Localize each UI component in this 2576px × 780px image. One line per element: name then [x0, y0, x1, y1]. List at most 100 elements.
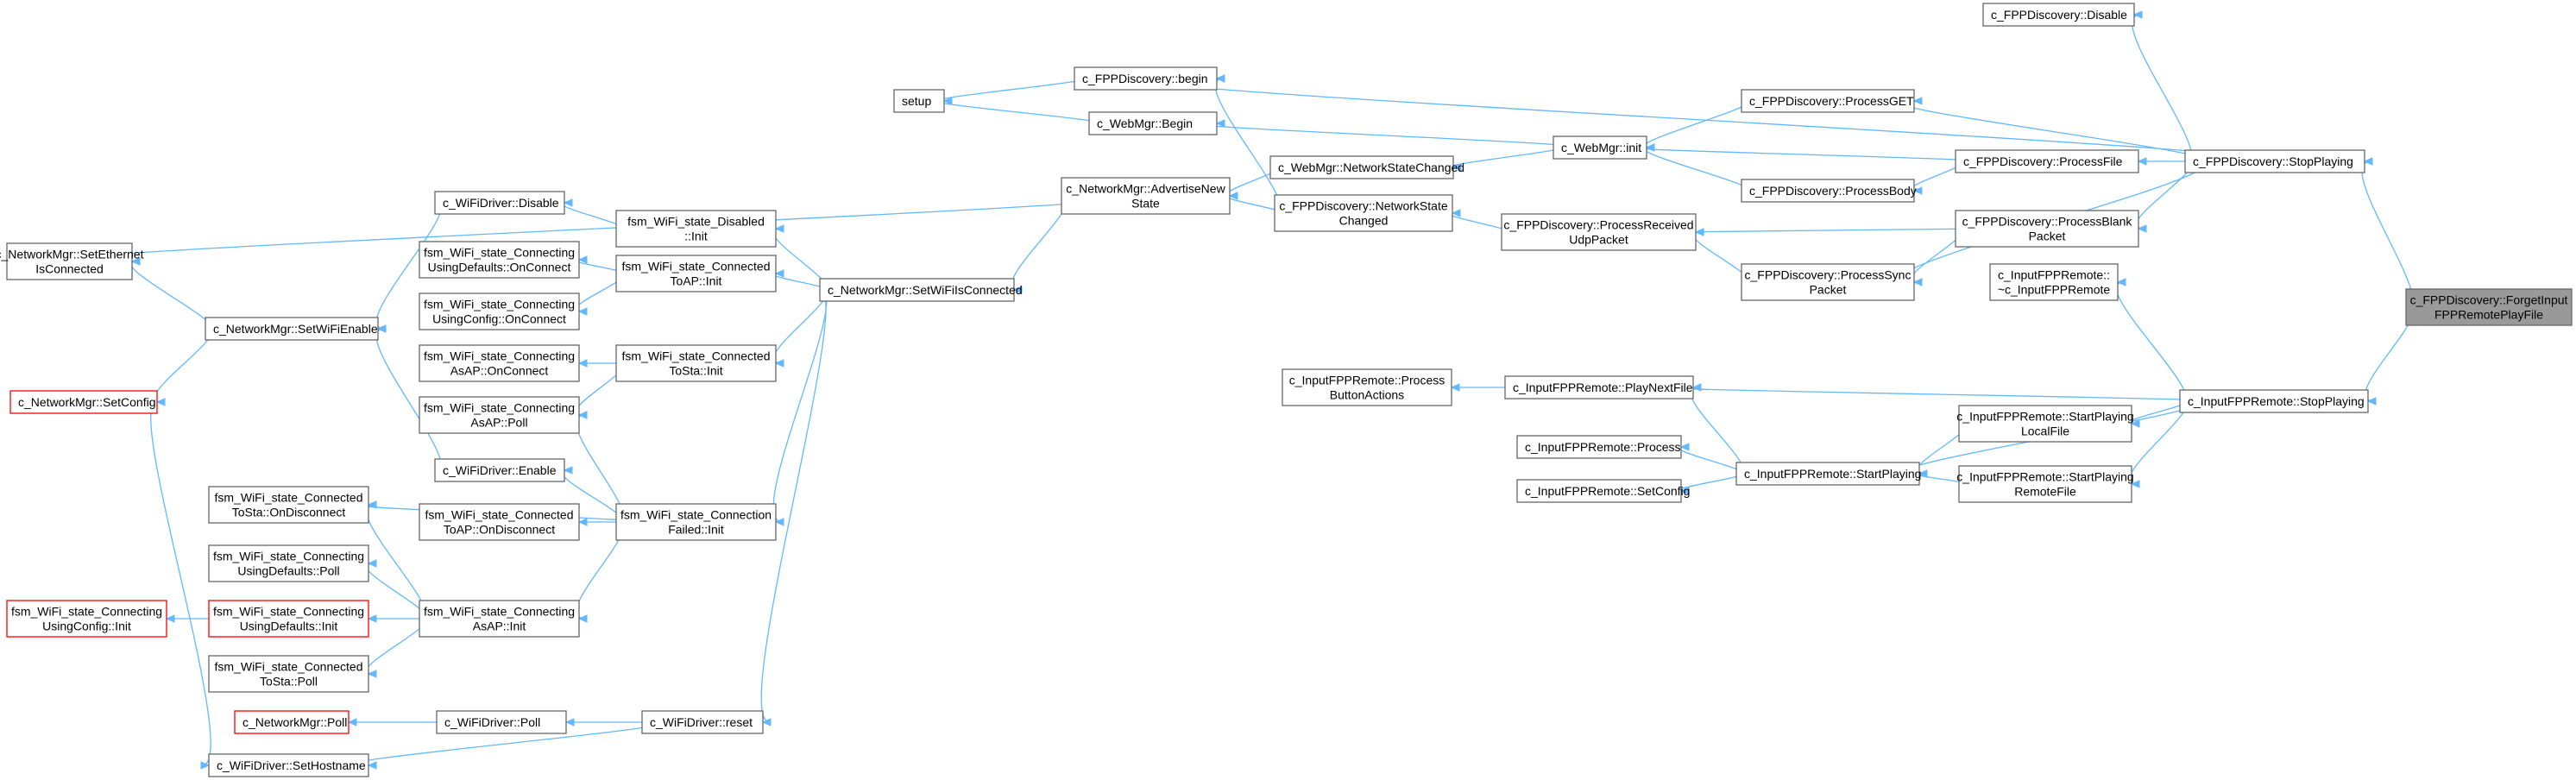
node-box[interactable] — [641, 710, 764, 734]
node-remSetConfig[interactable]: c_InputFPPRemote::SetConfig — [1516, 479, 1690, 503]
node-box[interactable] — [436, 710, 567, 734]
node-remProcess[interactable]: c_InputFPPRemote::Process — [1516, 435, 1682, 459]
node-wifiReset[interactable]: c_WiFiDriver::reset — [641, 710, 764, 734]
node-box[interactable] — [6, 600, 167, 638]
node-box[interactable] — [893, 89, 945, 113]
node-fppBegin[interactable]: c_FPPDiscovery::begin — [1074, 66, 1218, 91]
node-box[interactable] — [1074, 66, 1218, 91]
node-setWiFiEnable[interactable]: c_NetworkMgr::SetWiFiEnable — [205, 317, 379, 341]
node-dtor[interactable]: c_InputFPPRemote::~c_InputFPPRemote — [1989, 263, 2119, 301]
node-box[interactable] — [419, 503, 580, 541]
node-remStop[interactable]: c_InputFPPRemote::StopPlaying — [2179, 389, 2369, 413]
node-wifiEnable[interactable]: c_WiFiDriver::Enable — [434, 458, 565, 482]
node-disabledInit[interactable]: fsm_WiFi_state_Disabled::Init — [615, 210, 777, 248]
node-procFile[interactable]: c_FPPDiscovery::ProcessFile — [1955, 149, 2139, 173]
node-tostaOnDisc[interactable]: fsm_WiFi_state_ConnectedToSta::OnDisconn… — [208, 486, 369, 524]
node-procGET[interactable]: c_FPPDiscovery::ProcessGET — [1741, 89, 1915, 113]
node-box[interactable] — [419, 600, 580, 638]
node-box[interactable] — [205, 317, 379, 341]
node-box[interactable] — [1516, 479, 1682, 503]
node-box[interactable] — [1958, 465, 2132, 503]
node-udPoll[interactable]: fsm_WiFi_state_ConnectingUsingDefaults::… — [208, 544, 369, 582]
node-box[interactable] — [419, 292, 580, 330]
node-box[interactable] — [1735, 462, 1920, 486]
node-box[interactable] — [1061, 177, 1231, 215]
node-box[interactable] — [615, 503, 777, 541]
node-netPoll[interactable]: c_NetworkMgr::Poll — [234, 710, 350, 734]
node-box[interactable] — [1741, 179, 1915, 203]
node-wifiDisable[interactable]: c_WiFiDriver::Disable — [434, 191, 565, 215]
node-box[interactable] — [419, 344, 580, 382]
node-box[interactable] — [1955, 210, 2139, 248]
node-box[interactable] — [1501, 213, 1697, 251]
node-box[interactable] — [615, 344, 777, 382]
node-box[interactable] — [208, 544, 369, 582]
node-webInit[interactable]: c_WebMgr::init — [1553, 135, 1647, 160]
node-box[interactable] — [208, 753, 369, 777]
node-box[interactable] — [1504, 375, 1694, 399]
node-box[interactable] — [6, 242, 133, 280]
node-box[interactable] — [1955, 149, 2139, 173]
node-box[interactable] — [208, 655, 369, 693]
node-box[interactable] — [2184, 149, 2365, 173]
node-box[interactable] — [419, 241, 580, 279]
node-remStart[interactable]: c_InputFPPRemote::StartPlaying — [1735, 462, 1921, 486]
node-box[interactable] — [1958, 405, 2132, 443]
node-box[interactable] — [434, 191, 565, 215]
node-setConfig[interactable]: c_NetworkMgr::SetConfig — [9, 390, 158, 414]
node-box[interactable] — [615, 210, 777, 248]
node-fppNSC[interactable]: c_FPPDiscovery::NetworkStateChanged — [1274, 194, 1453, 232]
node-box[interactable] — [1269, 155, 1454, 179]
node-fppDisable[interactable]: c_FPPDiscovery::Disable — [1982, 3, 2135, 27]
node-box[interactable] — [2405, 288, 2573, 326]
node-box[interactable] — [1982, 3, 2135, 27]
node-forget[interactable]: c_FPPDiscovery::ForgetInputFPPRemotePlay… — [2405, 288, 2573, 326]
node-usingConfigInit[interactable]: fsm_WiFi_state_ConnectingUsingConfig::In… — [6, 600, 167, 638]
node-setWiFiIsConnected[interactable]: c_NetworkMgr::SetWiFiIsConnected — [819, 278, 1023, 302]
node-box[interactable] — [819, 278, 1015, 302]
node-box[interactable] — [1553, 135, 1647, 160]
node-box[interactable] — [419, 396, 580, 434]
node-fppStop[interactable]: c_FPPDiscovery::StopPlaying — [2184, 149, 2365, 173]
node-procBody[interactable]: c_FPPDiscovery::ProcessBody — [1741, 179, 1917, 203]
node-ucOnConnect[interactable]: fsm_WiFi_state_ConnectingUsingConfig::On… — [419, 292, 580, 330]
node-box[interactable] — [2179, 389, 2369, 413]
node-udInit[interactable]: fsm_WiFi_state_ConnectingUsingDefaults::… — [208, 600, 369, 638]
node-box[interactable] — [1088, 111, 1218, 135]
node-box[interactable] — [1282, 368, 1452, 406]
node-box[interactable] — [234, 710, 350, 734]
node-toapOnDisc[interactable]: fsm_WiFi_state_ConnectedToAP::OnDisconne… — [419, 503, 580, 541]
node-box[interactable] — [208, 600, 369, 638]
node-box[interactable] — [1741, 263, 1915, 301]
node-udOnConnect[interactable]: fsm_WiFi_state_ConnectingUsingDefaults::… — [419, 241, 580, 279]
node-box[interactable] — [434, 458, 565, 482]
node-box[interactable] — [208, 486, 369, 524]
node-box[interactable] — [1989, 263, 2119, 301]
node-box[interactable] — [1274, 194, 1453, 232]
node-webNSC[interactable]: c_WebMgr::NetworkStateChanged — [1269, 155, 1464, 179]
node-box[interactable] — [1741, 89, 1915, 113]
node-box[interactable] — [1516, 435, 1682, 459]
node-setHostname[interactable]: c_WiFiDriver::SetHostname — [208, 753, 369, 777]
node-webBegin[interactable]: c_WebMgr::Begin — [1088, 111, 1218, 135]
node-setup[interactable]: setup — [893, 89, 945, 113]
node-box[interactable] — [615, 255, 777, 292]
node-playNext[interactable]: c_InputFPPRemote::PlayNextFile — [1504, 375, 1694, 399]
node-box[interactable] — [9, 390, 158, 414]
node-wifiPoll[interactable]: c_WiFiDriver::Poll — [436, 710, 567, 734]
